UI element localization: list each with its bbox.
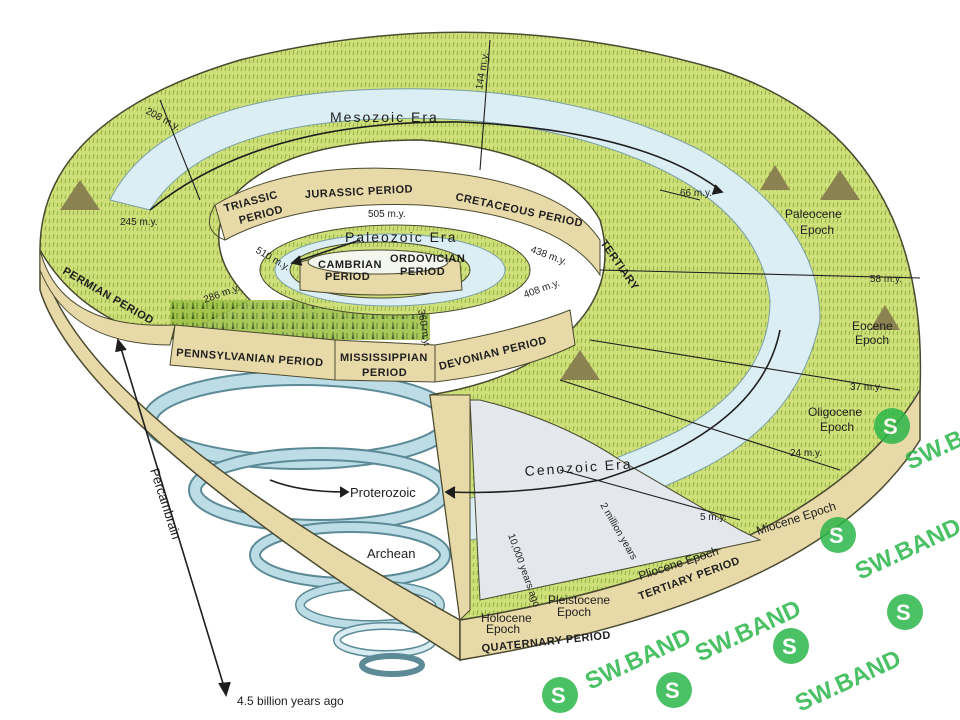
pleistocene-label-2: Epoch bbox=[557, 605, 591, 619]
svg-text:S: S bbox=[896, 600, 911, 625]
watermark-logo-3: S bbox=[887, 594, 923, 630]
cenozoic-era-label: Cenozoic Era bbox=[524, 455, 633, 478]
paleozoic-era-label: Paleozoic Era bbox=[345, 229, 457, 245]
ordovician-period-label-1: ORDOVICIAN bbox=[390, 253, 465, 265]
watermark-logo-1: S bbox=[874, 408, 910, 444]
svg-text:S: S bbox=[665, 678, 680, 703]
mississippian-period-label-2: PERIOD bbox=[362, 367, 407, 379]
age-408: 408 m.y. bbox=[522, 278, 561, 301]
watermark-logo-2: S bbox=[820, 517, 856, 553]
jurassic-period-label: JURASSIC PERIOD bbox=[305, 183, 414, 201]
paleocene-label-2: Epoch bbox=[800, 223, 834, 237]
precambrian-label: Percambrain bbox=[147, 466, 184, 541]
age-58: 58 m.y. bbox=[870, 274, 902, 285]
cambrian-period-label-1: CAMBRIAN bbox=[318, 259, 382, 271]
mississippian-period-label-1: MISSISSIPPIAN bbox=[340, 352, 428, 364]
age-245: 245 m.y. bbox=[120, 217, 158, 228]
holocene-label-1: Holocene bbox=[481, 611, 532, 625]
watermark-text-2: SW.BAND bbox=[851, 513, 960, 585]
age-66: 66 m.y. bbox=[680, 188, 712, 199]
outer-period-bands bbox=[39, 249, 576, 383]
mesozoic-era-label: Mesozoic Era bbox=[330, 109, 439, 125]
age-37: 37 m.y. bbox=[850, 382, 882, 393]
age-505: 505 m.y. bbox=[368, 209, 406, 220]
watermark-logo-5: S bbox=[656, 672, 692, 708]
holocene-label-2: Epoch bbox=[486, 622, 520, 636]
proterozoic-label: Proterozoic bbox=[350, 485, 416, 500]
watermark-logo-6: S bbox=[542, 677, 578, 713]
inner-ring bbox=[289, 241, 471, 299]
svg-text:S: S bbox=[883, 414, 898, 439]
outer-disc bbox=[39, 31, 922, 662]
ordovician-period-label-2: PERIOD bbox=[400, 266, 445, 278]
oligocene-label-2: Epoch bbox=[820, 420, 854, 434]
cambrian-period-label-2: PERIOD bbox=[325, 271, 370, 283]
pleistocene-label-1: Pleistocene bbox=[548, 593, 610, 607]
period-dividers bbox=[159, 39, 921, 521]
watermark-text-5: SW.BAND bbox=[791, 645, 905, 717]
svg-text:S: S bbox=[551, 683, 566, 708]
age-24: 24 m.y. bbox=[790, 448, 822, 459]
age-bottom: 4.5 billion years ago bbox=[237, 694, 344, 708]
time-arrows bbox=[115, 121, 781, 697]
eocene-label-1: Eocene bbox=[852, 319, 893, 333]
svg-text:S: S bbox=[782, 634, 797, 659]
age-5: 5 m.y. bbox=[700, 512, 726, 523]
paleocene-label-1: Paleocene bbox=[785, 207, 842, 221]
svg-text:S: S bbox=[829, 523, 844, 548]
eocene-label-2: Epoch bbox=[855, 333, 889, 347]
oligocene-label-1: Oligocene bbox=[808, 405, 862, 419]
archean-label: Archean bbox=[367, 546, 415, 561]
watermark-logo-4: S bbox=[773, 628, 809, 664]
age-438: 438 m.y. bbox=[529, 244, 568, 267]
